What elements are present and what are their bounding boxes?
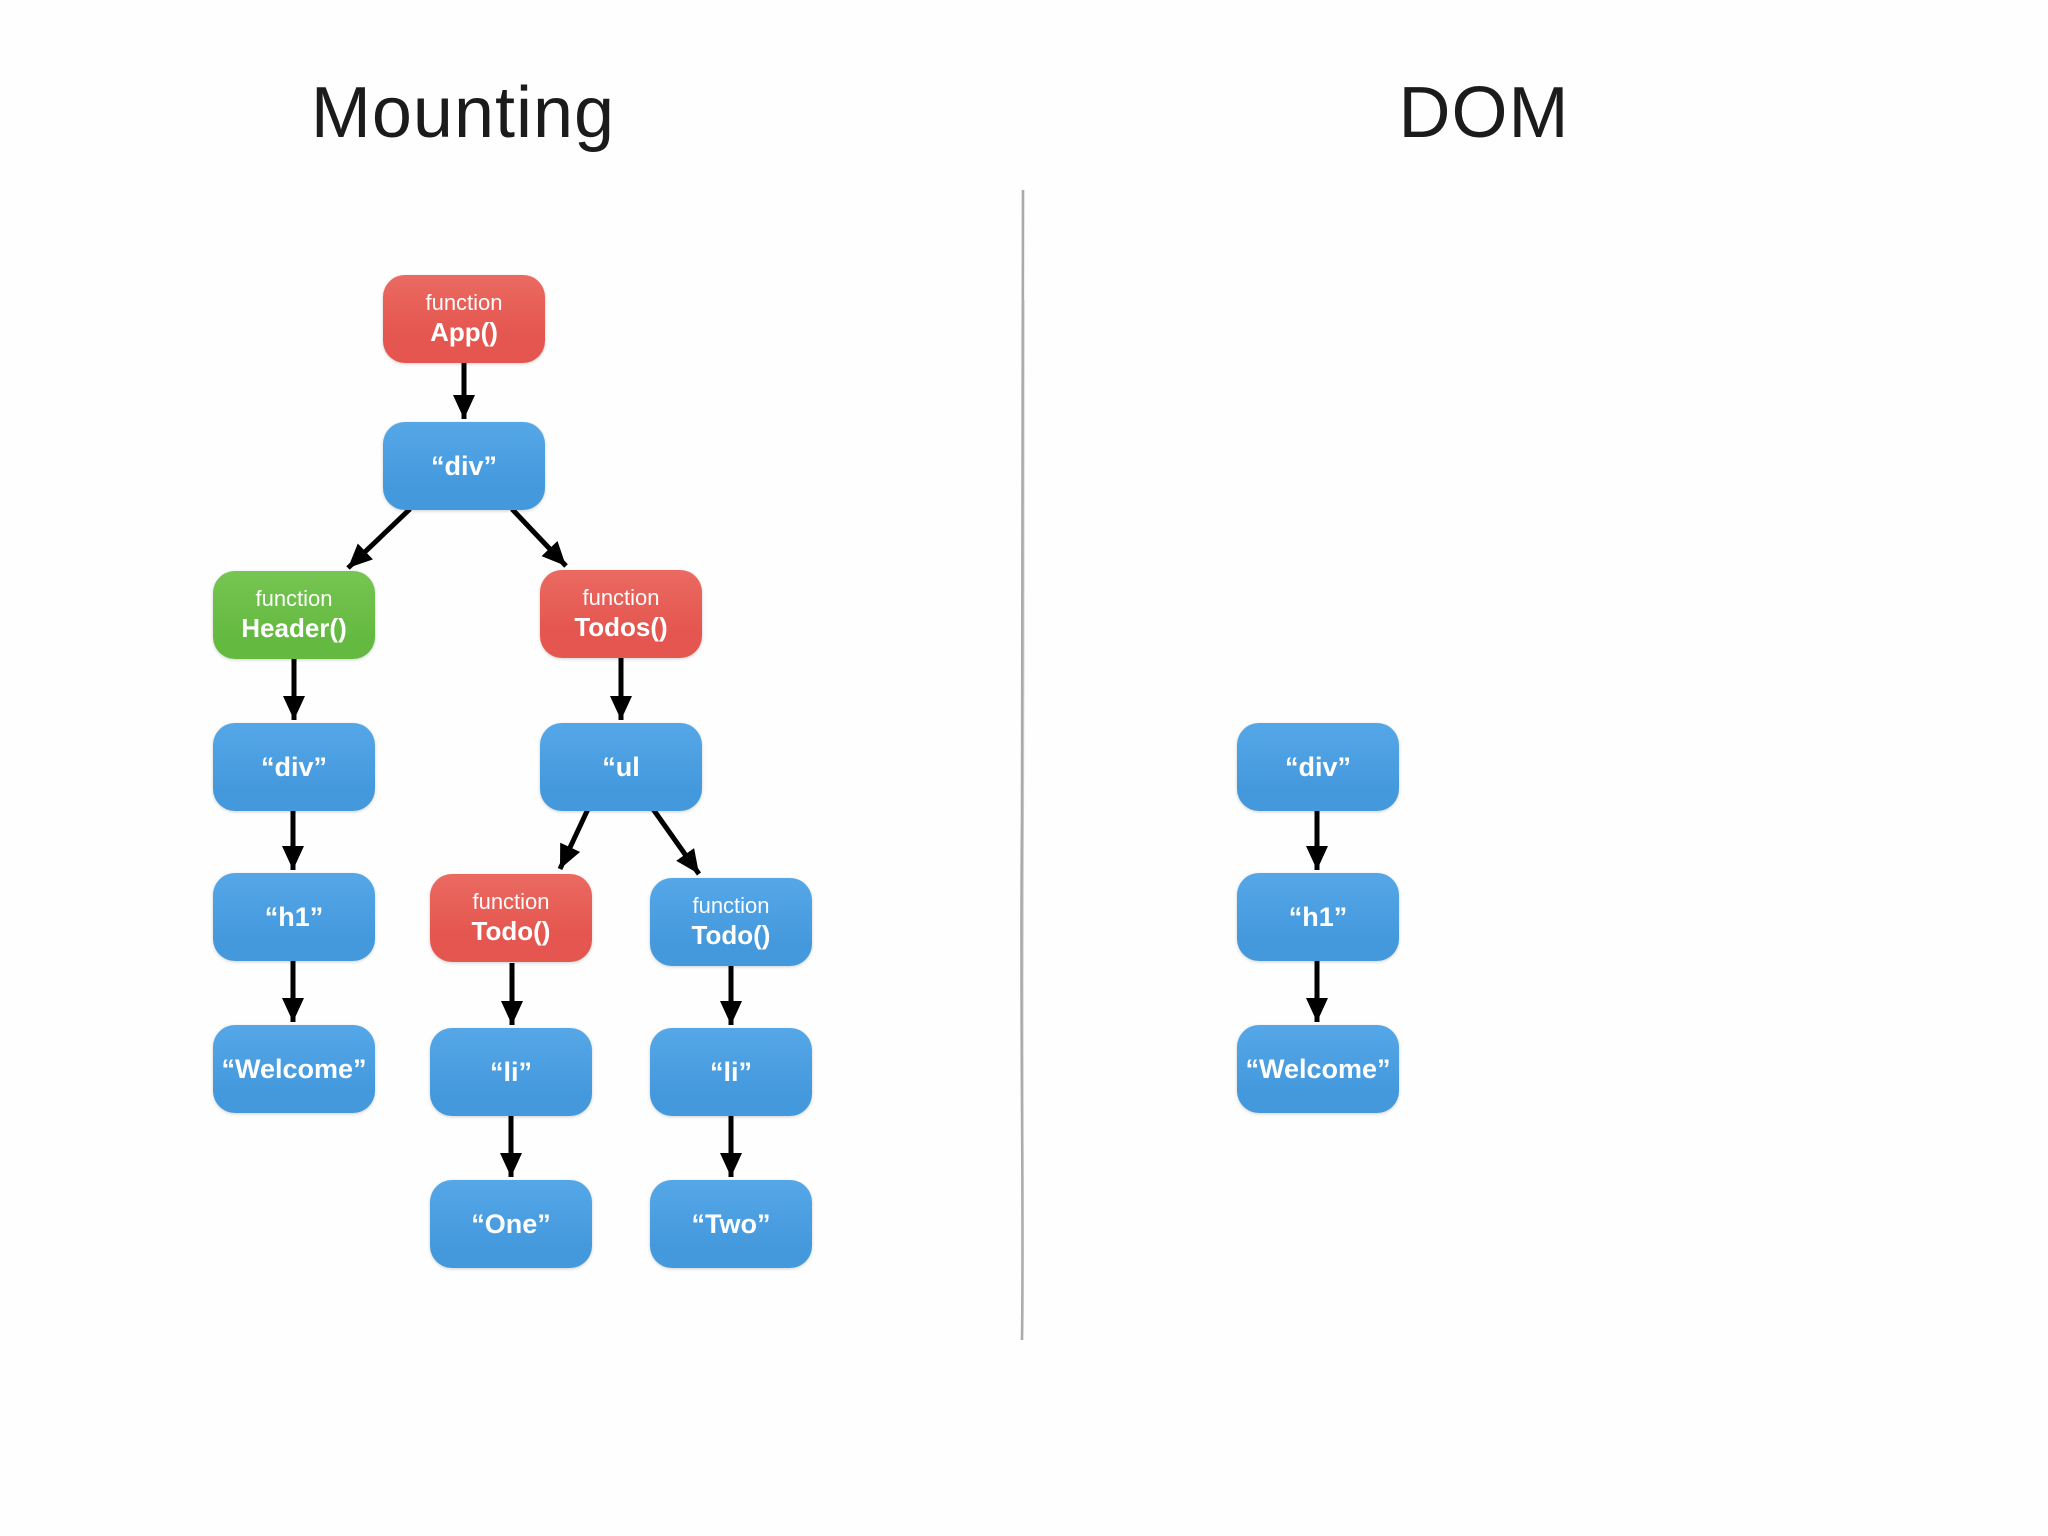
node-root-div-label: “div” (430, 450, 497, 481)
node-dom-h1-label: “h1” (1288, 901, 1348, 932)
node-h1: “h1” (213, 873, 375, 961)
node-one: “One” (430, 1180, 592, 1268)
arrow-ul-to-todo-left (557, 807, 591, 871)
node-function-app-name: App() (430, 316, 498, 347)
node-function-app-keyword: function (425, 289, 503, 315)
node-dom-div-label: “div” (1284, 751, 1351, 782)
node-root-div: “div” (383, 422, 545, 510)
node-li-right: “li” (650, 1028, 812, 1116)
node-dom-welcome-label: “Welcome” (1245, 1053, 1391, 1084)
node-header-div-label: “div” (260, 751, 327, 782)
section-divider-line (1020, 189, 1025, 1341)
node-function-todos-keyword: function (582, 584, 660, 610)
node-dom-h1: “h1” (1237, 873, 1399, 961)
node-li-right-label: “li” (709, 1056, 752, 1087)
node-function-todo-right: function Todo() (650, 878, 812, 966)
node-function-header-name: Header() (241, 612, 347, 643)
node-function-todo-right-keyword: function (692, 892, 770, 918)
node-welcome-label: “Welcome” (221, 1053, 367, 1084)
section-divider-texture (1022, 299, 1025, 1331)
node-h1-label: “h1” (264, 901, 324, 932)
arrow-div-to-header (346, 507, 412, 570)
dom-section-title: DOM (1398, 73, 1570, 153)
node-function-header-keyword: function (255, 585, 333, 611)
node-function-todos-name: Todos() (574, 611, 668, 642)
node-function-todo-left: function Todo() (430, 874, 592, 962)
node-two: “Two” (650, 1180, 812, 1268)
node-two-label: “Two” (691, 1208, 771, 1239)
node-function-header: function Header() (213, 571, 375, 659)
node-function-todos: function Todos() (540, 570, 702, 658)
node-ul: “ul (540, 723, 702, 811)
arrow-ul-to-todo-right (650, 807, 702, 876)
node-header-div: “div” (213, 723, 375, 811)
node-welcome: “Welcome” (213, 1025, 375, 1113)
node-function-todo-left-keyword: function (472, 888, 550, 914)
node-li-left: “li” (430, 1028, 592, 1116)
node-function-app: function App() (383, 275, 545, 363)
node-ul-label: “ul (602, 751, 640, 782)
node-one-label: “One” (471, 1208, 551, 1239)
arrow-div-to-todos (510, 507, 568, 568)
node-function-todo-right-name: Todo() (691, 919, 771, 950)
node-function-todo-left-name: Todo() (471, 915, 551, 946)
node-dom-div: “div” (1237, 723, 1399, 811)
node-li-left-label: “li” (489, 1056, 532, 1087)
node-dom-welcome: “Welcome” (1237, 1025, 1399, 1113)
mounting-section-title: Mounting (310, 73, 616, 153)
